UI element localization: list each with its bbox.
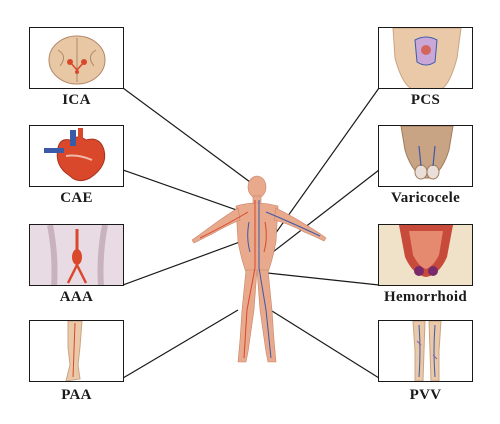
panel-cae — [29, 125, 124, 187]
line-varicocele — [259, 169, 380, 263]
label-ica: ICA — [62, 92, 91, 108]
label-pcs: PCS — [410, 92, 441, 108]
varicocele-thumbnail — [400, 126, 454, 180]
line-hemorrhoid — [257, 271, 380, 286]
label-cae: CAE — [60, 190, 93, 206]
line-pcs — [257, 87, 380, 259]
line-paa — [122, 309, 239, 379]
line-pvv — [271, 310, 380, 379]
panel-paa — [29, 320, 124, 382]
panel-ica — [29, 27, 124, 89]
leg-thumbnail — [65, 321, 83, 381]
leg-veins-thumbnail — [412, 321, 442, 381]
label-pvv: PVV — [409, 387, 442, 403]
pelvis-thumbnail — [392, 28, 462, 88]
label-hemorrhoid: Hemorrhoid — [384, 289, 467, 305]
label-aaa: AAA — [59, 289, 94, 305]
line-aaa — [122, 235, 257, 286]
label-paa: PAA — [61, 387, 92, 403]
panel-pvv — [378, 320, 473, 382]
panel-hemorrhoid — [378, 224, 473, 286]
heart-thumbnail — [44, 128, 106, 182]
panel-varicocele — [378, 125, 473, 187]
label-varicocele: Varicocele — [390, 190, 461, 206]
brain-thumbnail — [48, 35, 106, 85]
line-ica — [122, 87, 251, 183]
panel-aaa — [29, 224, 124, 286]
aorta-thumbnail — [30, 225, 123, 285]
panel-pcs — [378, 27, 473, 89]
hemorrhoid-thumbnail — [379, 225, 472, 285]
